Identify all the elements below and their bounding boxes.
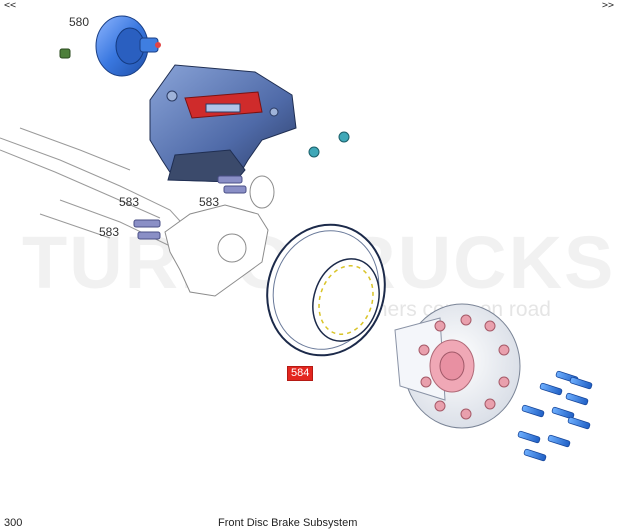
page-code: 300 xyxy=(4,517,23,529)
wheel-stud-icon xyxy=(418,314,510,420)
diagram-title: Front Disc Brake Subsystem xyxy=(218,517,358,529)
callout-583-left[interactable]: 583 xyxy=(119,195,140,209)
brake-chamber-580[interactable] xyxy=(95,15,161,77)
wheel-bolt-set[interactable] xyxy=(517,370,593,462)
bolt-583-upper[interactable] xyxy=(217,175,247,194)
previous-page-link[interactable]: << xyxy=(4,0,17,11)
caliper-nut-icon xyxy=(308,131,350,158)
brake-caliper[interactable] xyxy=(149,64,297,183)
brake-rotor-584[interactable] xyxy=(250,209,401,370)
callout-583-right[interactable]: 583 xyxy=(199,195,220,209)
wheel-hub[interactable] xyxy=(394,303,521,429)
callout-584[interactable]: 584 xyxy=(287,366,314,381)
bolt-583-lower[interactable] xyxy=(133,219,161,240)
next-page-link[interactable]: >> xyxy=(601,0,614,11)
steering-knuckle xyxy=(164,175,275,297)
callout-583-lower[interactable]: 583 xyxy=(99,225,120,239)
callout-580[interactable]: 580 xyxy=(69,15,90,29)
chamber-nut-icon xyxy=(59,48,71,59)
